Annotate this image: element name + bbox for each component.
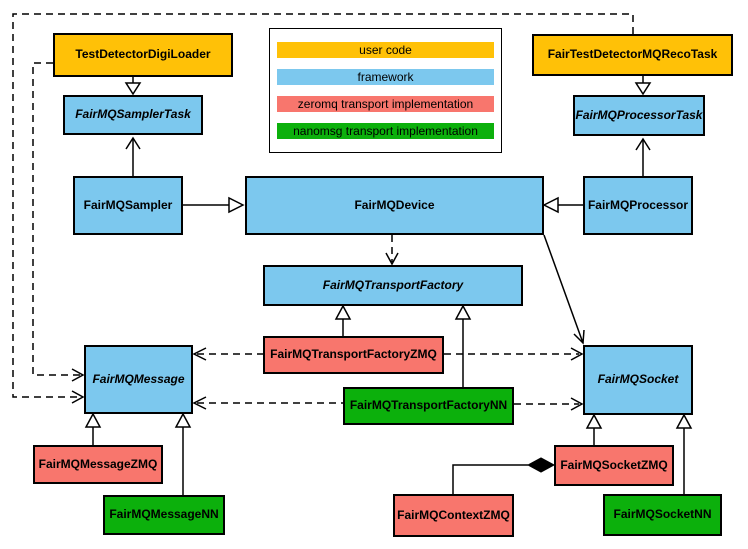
legend-item-zeromq: zeromq transport implementation — [277, 96, 494, 112]
edge-inherit-fairmqmessagezmq-fairmqmessage — [84, 412, 102, 445]
node-fairmqprocessortask: FairMQProcessorTask — [573, 95, 705, 136]
node-fairtestdetectormqrecotask: FairTestDetectorMQRecoTask — [532, 34, 733, 76]
node-fairmqtransportfactory: FairMQTransportFactory — [263, 265, 523, 306]
edge-inherit-testdetectordigiloader-fairmqsamplertask — [124, 77, 142, 96]
node-fairmqdevice: FairMQDevice — [245, 176, 544, 235]
edge-dep-testdetectordigiloader-fairmqmessage — [32, 62, 85, 382]
node-fairmqsocket: FairMQSocket — [583, 345, 693, 415]
edge-dep-fairtestdetectormqrecotask-fairmqmessage — [12, 13, 634, 404]
edge-inherit-fairmqsocketnn-fairmqsocket — [675, 413, 693, 494]
edge-assoc-fairmqprocessor-fairmqprocessortask — [635, 137, 651, 176]
edge-assoc-fairmqdevice-fairmqsocket — [543, 234, 585, 345]
legend-item-user-code: user code — [277, 42, 494, 58]
edge-comp-fairmqsocketzmq-fairmqcontextzmq — [452, 457, 556, 494]
node-fairmqsocketnn: FairMQSocketNN — [603, 494, 722, 536]
node-fairmqsocketzmq: FairMQSocketZMQ — [554, 445, 674, 486]
edge-inherit-fairmqsampler-fairmqdevice — [183, 196, 245, 214]
node-fairmqtransportfactorynn: FairMQTransportFactoryNN — [343, 387, 514, 425]
edge-inherit-fairmqtransportfactoryzmq-fairmqtransportfactory — [334, 304, 352, 336]
edge-dep-fairmqdevice-fairmqtransportfactory — [385, 235, 399, 266]
node-fairmqcontextzmq: FairMQContextZMQ — [393, 494, 514, 537]
edge-inherit-fairmqprocessor-fairmqdevice — [542, 196, 583, 214]
node-fairmqsamplertask: FairMQSamplerTask — [63, 95, 203, 135]
edge-dep-fairmqtransportfactorynn-fairmqmessage — [192, 396, 343, 410]
edge-dep-fairmqtransportfactorynn-fairmqsocket — [514, 397, 584, 411]
node-testdetectordigiloader: TestDetectorDigiLoader — [53, 33, 233, 77]
edge-inherit-fairmqmessagenn-fairmqmessage — [174, 412, 192, 495]
node-fairmqsampler: FairMQSampler — [73, 176, 183, 235]
edge-inherit-fairmqsocketzmq-fairmqsocket — [585, 413, 603, 445]
edge-dep-fairmqtransportfactoryzmq-fairmqsocket — [444, 347, 584, 361]
node-fairmqtransportfactoryzmq: FairMQTransportFactoryZMQ — [263, 336, 444, 374]
edge-assoc-fairmqsampler-fairmqsamplertask — [125, 136, 141, 176]
legend: user code framework zeromq transport imp… — [269, 28, 502, 153]
node-fairmqprocessor: FairMQProcessor — [583, 176, 693, 235]
node-fairmqmessage: FairMQMessage — [84, 345, 193, 414]
node-fairmqmessagezmq: FairMQMessageZMQ — [33, 445, 163, 484]
node-fairmqmessagenn: FairMQMessageNN — [103, 495, 225, 535]
edge-inherit-fairtestdetectormqrecotask-fairmqprocessortask — [634, 76, 652, 96]
edge-inherit-fairmqtransportfactorynn-fairmqtransportfactory — [454, 304, 472, 387]
edge-dep-fairmqtransportfactoryzmq-fairmqmessage — [192, 347, 263, 361]
legend-item-framework: framework — [277, 69, 494, 85]
legend-item-nanomsg: nanomsg transport implementation — [277, 123, 494, 139]
